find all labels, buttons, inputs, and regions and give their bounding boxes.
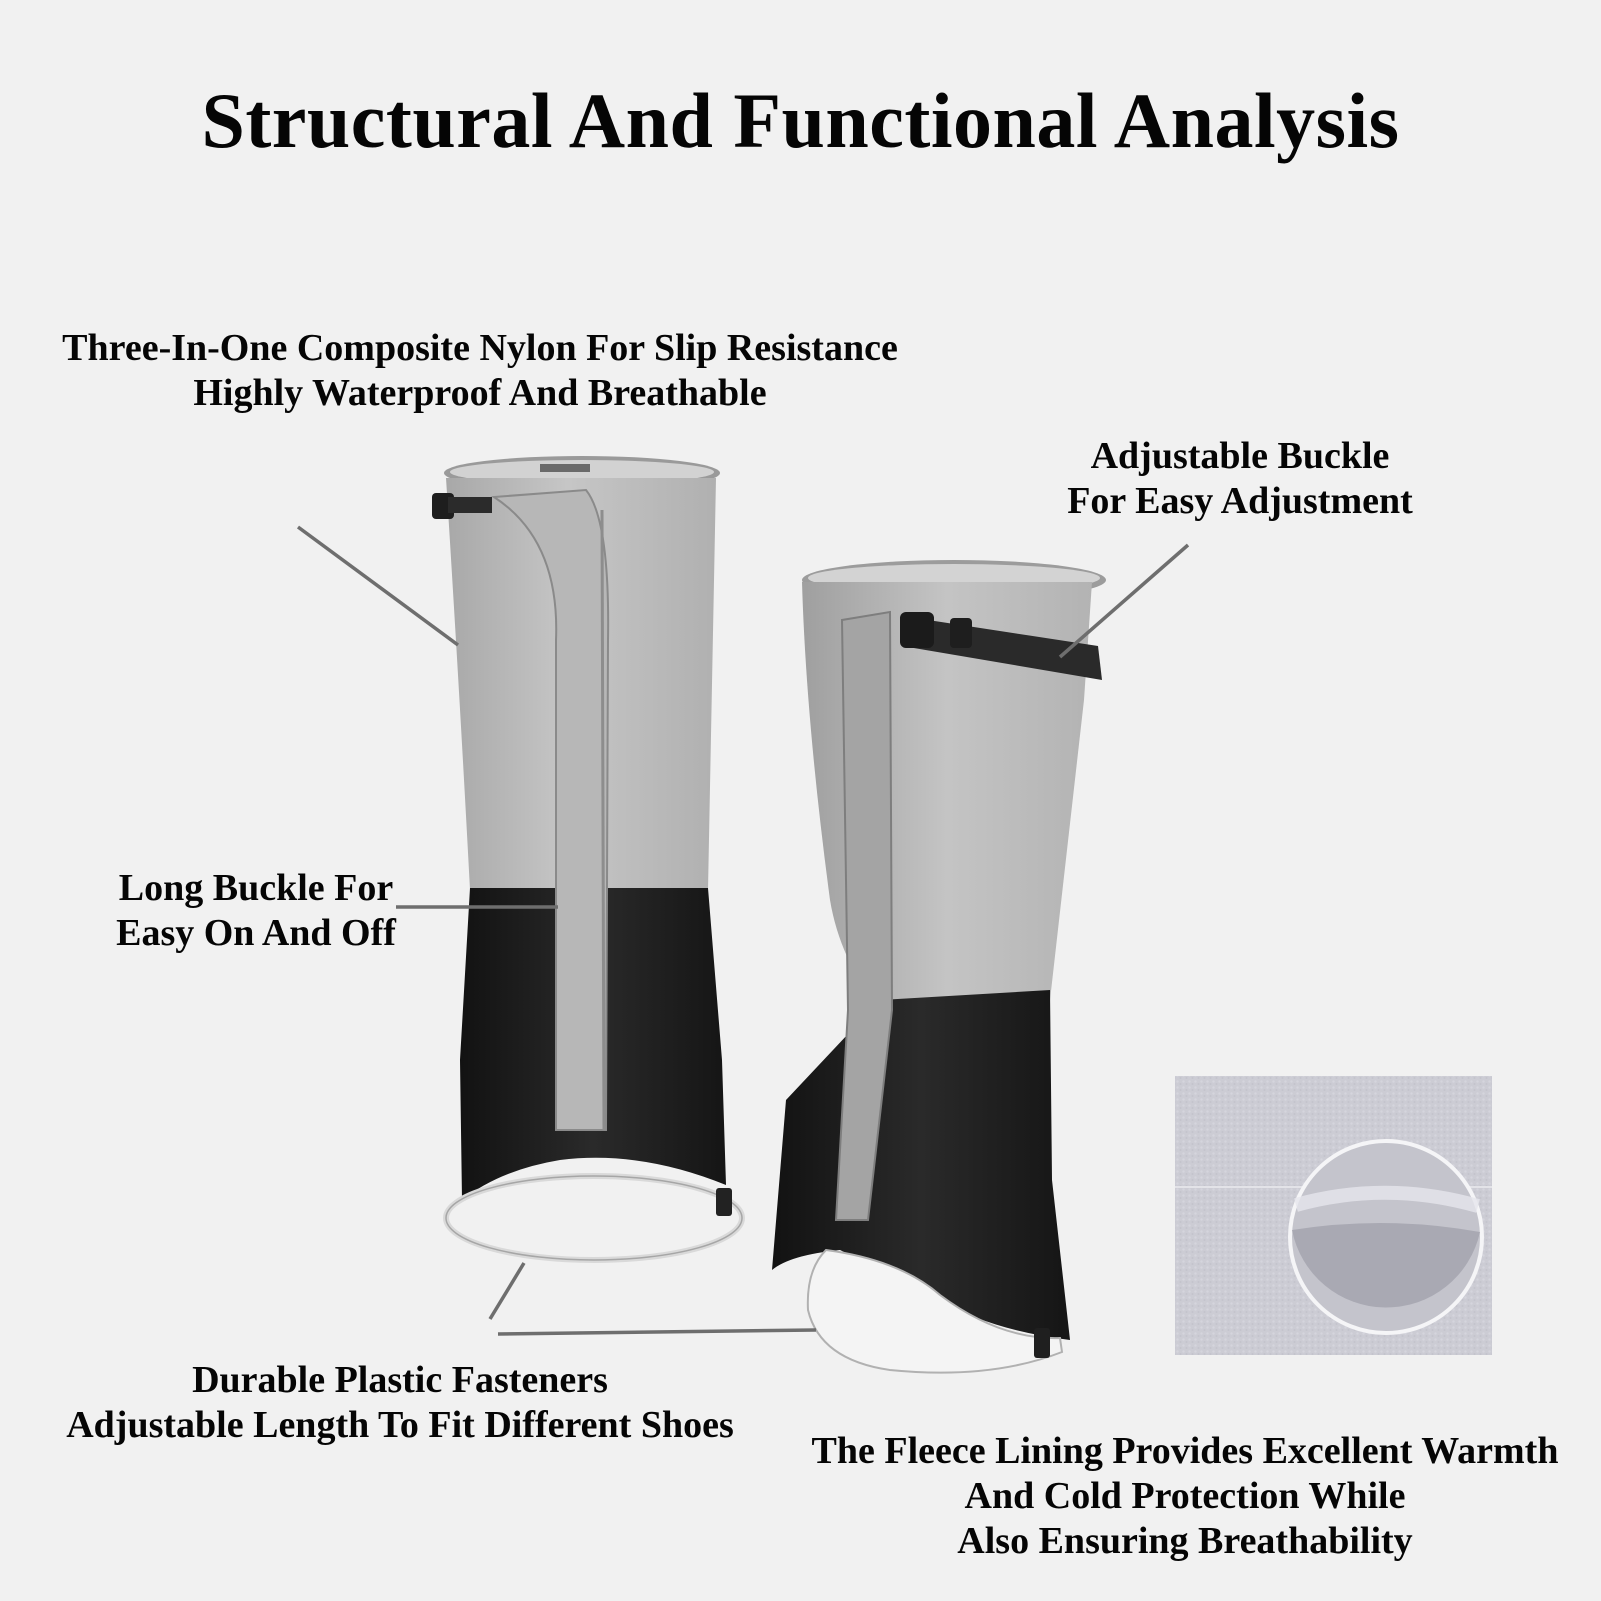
callout-adjustable-buckle-line2: For Easy Adjustment — [1067, 480, 1413, 522]
leader-lines — [296, 525, 1190, 1336]
callout-fleece: The Fleece Lining Provides Excellent War… — [775, 1429, 1595, 1564]
callout-fasteners-line1: Durable Plastic Fasteners — [192, 1359, 608, 1401]
callout-fasteners: Durable Plastic Fasteners Adjustable Len… — [20, 1358, 780, 1448]
callout-long-buckle: Long Buckle For Easy On And Off — [86, 866, 426, 956]
callout-fleece-line3: Also Ensuring Breathability — [957, 1520, 1413, 1562]
right-gaiter — [772, 560, 1106, 1374]
callout-long-buckle-line2: Easy On And Off — [116, 912, 396, 954]
callout-nylon-line2: Highly Waterproof And Breathable — [193, 372, 767, 414]
callout-adjustable-buckle: Adjustable Buckle For Easy Adjustment — [1040, 434, 1440, 524]
callout-fleece-line1: The Fleece Lining Provides Excellent War… — [811, 1430, 1559, 1472]
page-title: Structural And Functional Analysis — [201, 77, 1400, 164]
callout-nylon-line1: Three-In-One Composite Nylon For Slip Re… — [62, 327, 898, 369]
left-gaiter — [432, 456, 745, 1263]
callout-adjustable-buckle-line1: Adjustable Buckle — [1090, 435, 1390, 477]
callout-fleece-line2: And Cold Protection While — [964, 1475, 1406, 1517]
fleece-swatch — [1175, 1076, 1492, 1355]
callout-nylon: Three-In-One Composite Nylon For Slip Re… — [20, 326, 940, 416]
callout-long-buckle-line1: Long Buckle For — [118, 867, 394, 909]
callout-fasteners-line2: Adjustable Length To Fit Different Shoes — [66, 1404, 734, 1446]
